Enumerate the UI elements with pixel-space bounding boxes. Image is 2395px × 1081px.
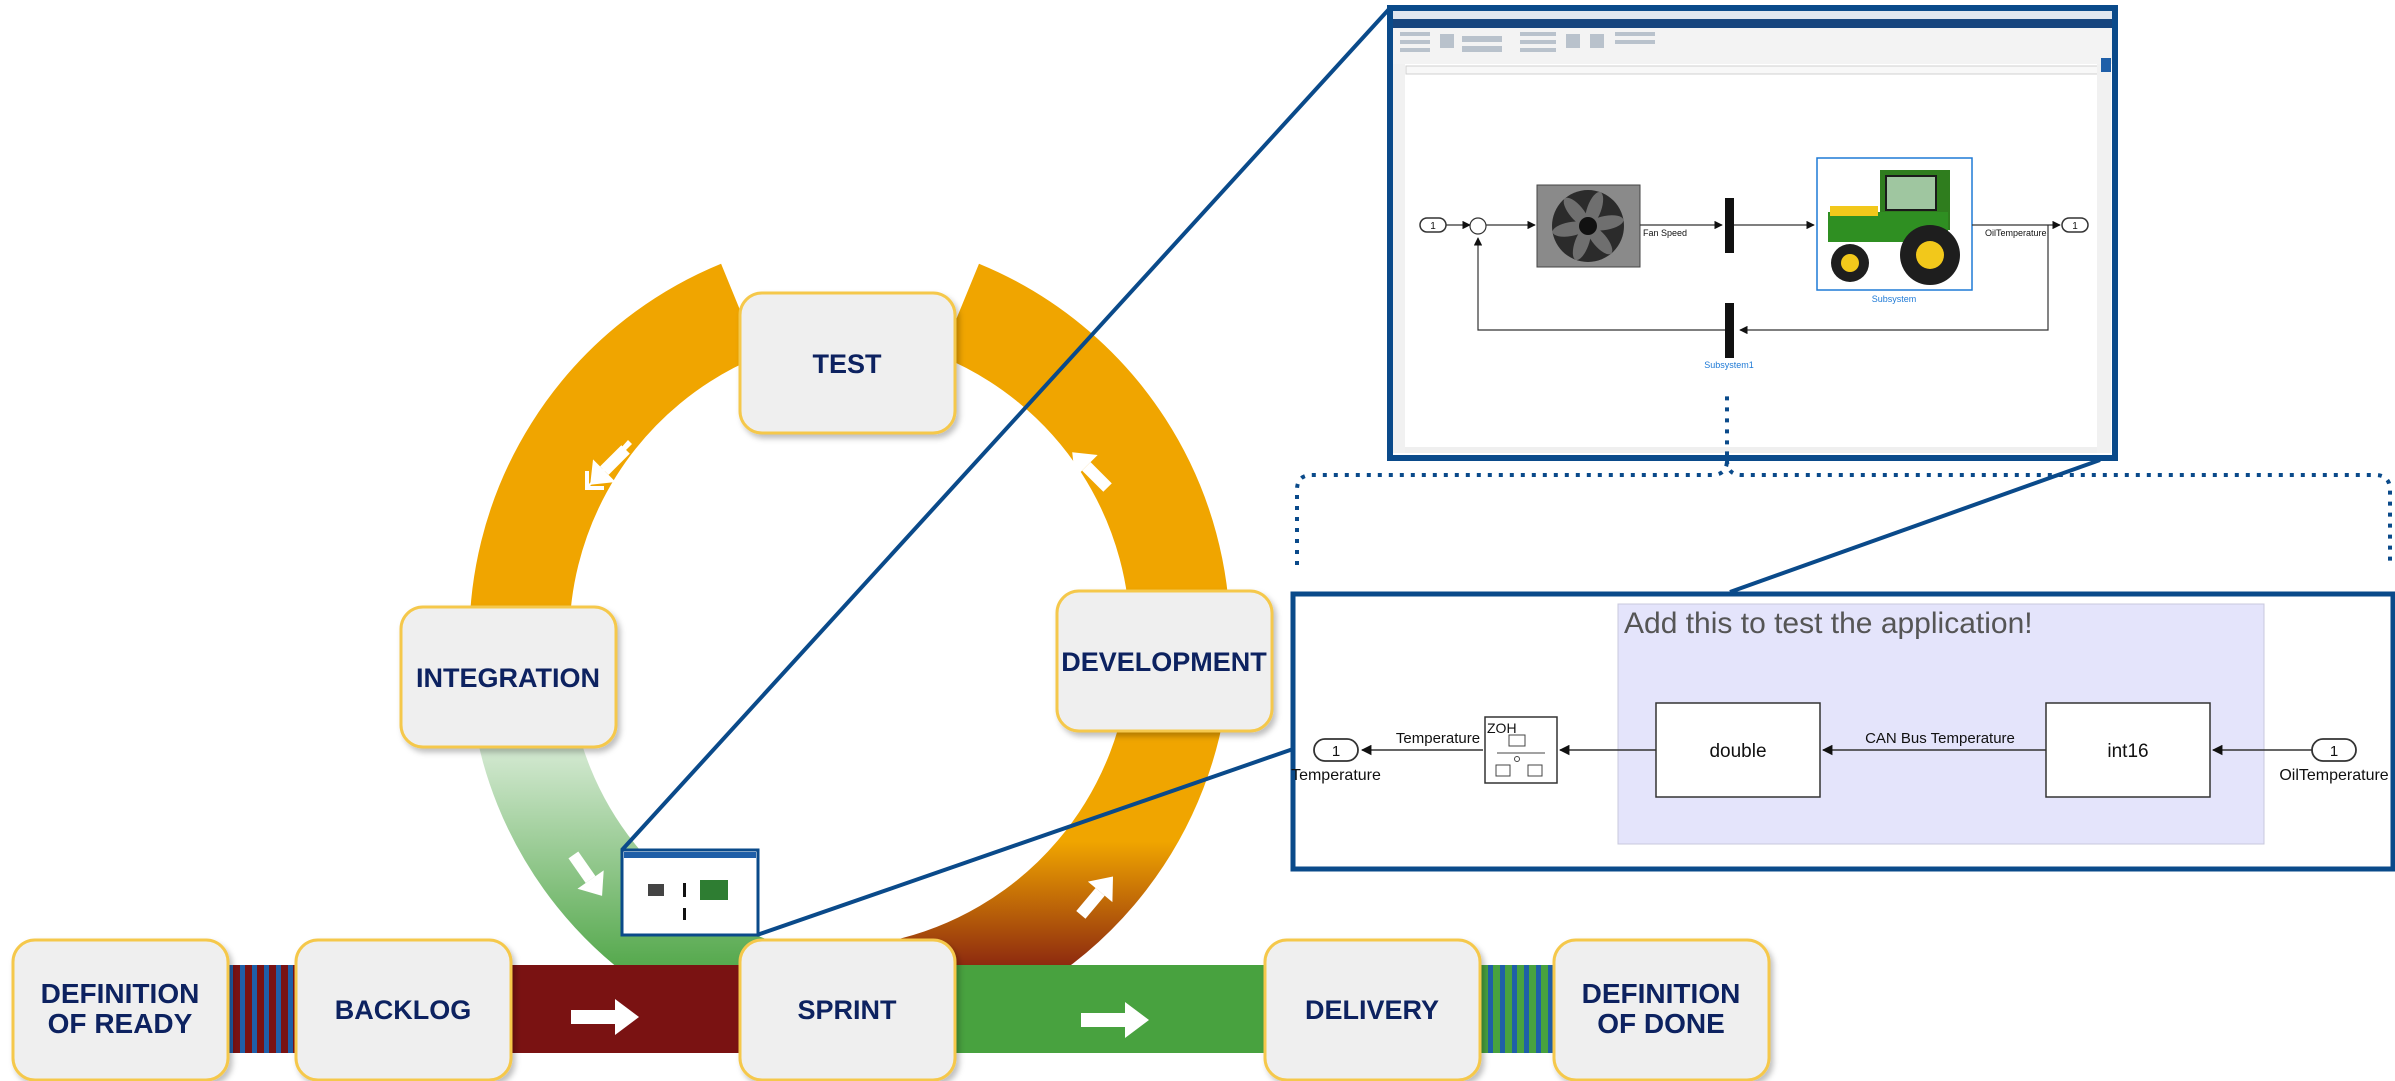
int16-block[interactable] [2045, 702, 2211, 798]
label-development: DEVELOPMENT [1061, 647, 1267, 677]
inport-value: 1 [1430, 221, 1436, 232]
scroll-thumb[interactable] [2101, 58, 2111, 72]
out-port-name: Temperature [1291, 767, 1381, 784]
box-definition-of-ready: DEFINITION OF READY [11, 938, 230, 1081]
model-canvas: 1 Fan Speed [1419, 157, 2089, 370]
box-development: DEVELOPMENT [1055, 589, 1274, 733]
pipeline-band [228, 965, 1558, 1053]
band-sprint-delivery [950, 965, 1270, 1053]
subsystem-detail-panel: Add this to test the application! 1 Temp… [1290, 591, 2395, 872]
ring-arrows [568, 440, 1113, 919]
left-palette[interactable] [1393, 64, 1405, 453]
box-definition-of-done: DEFINITION OF DONE [1552, 938, 1771, 1081]
ring-segment-test-development [940, 263, 1231, 652]
label-backlog: BACKLOG [335, 995, 472, 1025]
simulink-model-window: 1 Fan Speed [1387, 5, 2118, 461]
label-definition-of-ready-1: DEFINITION [41, 978, 200, 1009]
double-label: double [1709, 741, 1766, 762]
toolstrip-tabs[interactable] [1393, 19, 2112, 28]
out-port-value: 1 [1332, 743, 1340, 760]
signal-oil-temperature: OilTemperature [1985, 228, 2047, 238]
box-backlog: BACKLOG [294, 938, 513, 1081]
label-delivery: DELIVERY [1305, 995, 1439, 1025]
window-titlebar [1393, 11, 2112, 19]
arrow-up-right-icon [1072, 452, 1112, 492]
int16-label: int16 [2107, 741, 2148, 762]
ribbon-buttons[interactable] [1400, 32, 1655, 52]
outport-block[interactable] [2061, 217, 2089, 233]
label-test: TEST [812, 349, 882, 379]
subsystem-label: Subsystem [1872, 294, 1917, 304]
sum-block[interactable] [1469, 217, 1487, 235]
box-test: TEST [738, 291, 957, 435]
box-delivery: DELIVERY [1263, 938, 1482, 1081]
arrow-up-right-icon [1076, 876, 1113, 919]
mux-block[interactable] [1725, 198, 1734, 253]
subsystem1-block[interactable] [1725, 303, 1734, 358]
ring-segment-test-integration [469, 263, 760, 663]
in-port-value: 1 [2330, 743, 2338, 760]
arrow-right-icon [1081, 1002, 1149, 1038]
label-sprint: SPRINT [797, 995, 897, 1025]
signal-can-bus: CAN Bus Temperature [1865, 730, 2015, 747]
label-integration: INTEGRATION [416, 663, 600, 693]
tractor-subsystem-block[interactable] [1816, 157, 1973, 291]
annotation-text: Add this to test the application! [1624, 607, 2033, 640]
signal-fan-speed: Fan Speed [1643, 228, 1687, 238]
model-thumbnail[interactable] [620, 848, 760, 937]
arrow-down-right-icon [568, 851, 604, 896]
label-definition-of-done-2: OF DONE [1597, 1008, 1725, 1039]
arrow-right-icon [571, 999, 639, 1035]
label-definition-of-ready-2: OF READY [48, 1008, 193, 1039]
zoom-bracket [1295, 390, 2392, 565]
stripe-ready-backlog [228, 965, 296, 1053]
zoh-block[interactable] [1484, 716, 1558, 784]
signal-temperature: Temperature [1396, 730, 1480, 747]
stripe-delivery-done [1478, 965, 1558, 1053]
address-bar[interactable] [1405, 65, 2107, 75]
label-definition-of-done-1: DEFINITION [1582, 978, 1741, 1009]
in-port-block[interactable] [2311, 738, 2357, 762]
fan-block[interactable] [1536, 184, 1641, 268]
box-sprint: SPRINT [738, 938, 957, 1081]
arrow-down-left-icon [590, 445, 630, 485]
callout-lines [620, 6, 2101, 937]
status-bar [1405, 447, 2097, 453]
outport-value: 1 [2072, 221, 2078, 232]
double-block[interactable] [1655, 702, 1821, 798]
zoh-label: ZOH [1487, 720, 1517, 736]
out-port-block[interactable] [1313, 738, 1359, 762]
toolstrip-ribbon[interactable] [1393, 28, 2112, 64]
in-port-name: OilTemperature [2279, 767, 2388, 784]
subsystem1-label: Subsystem1 [1704, 360, 1754, 370]
right-scrollbar[interactable] [2097, 64, 2111, 453]
box-integration: INTEGRATION [399, 605, 618, 749]
